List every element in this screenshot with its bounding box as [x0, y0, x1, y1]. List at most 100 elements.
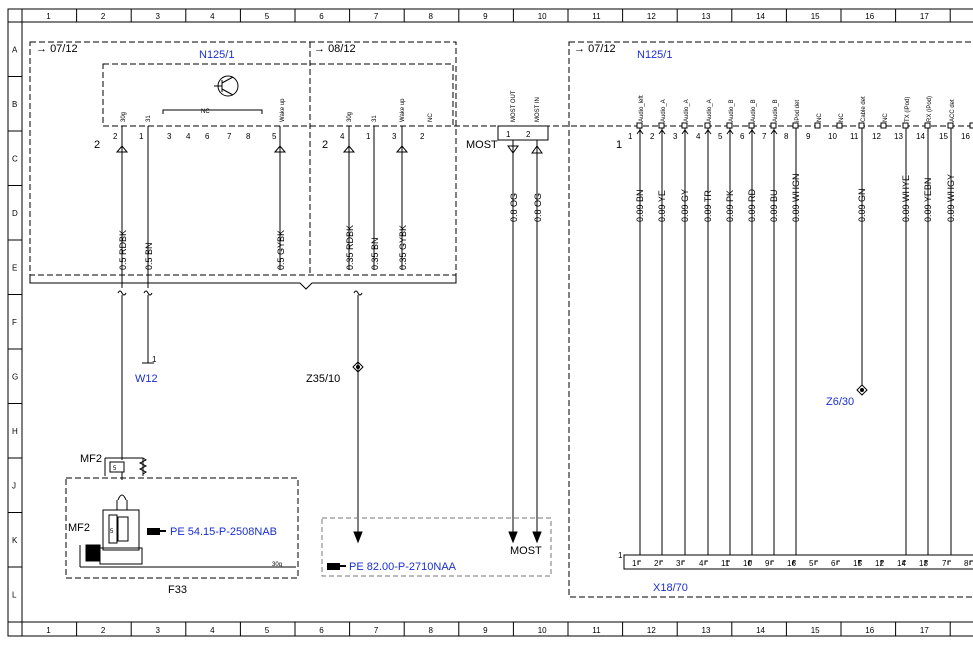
right-pin-number: 14 [916, 132, 925, 141]
pin-a-8: 8 [246, 132, 251, 141]
right-pin-label: Audio_B [751, 99, 757, 122]
x18-70-label: X18/70 [653, 582, 688, 594]
right-pin-box [858, 122, 865, 129]
x18-70-connector [623, 554, 973, 570]
right-pin-label: ACC det [950, 99, 956, 122]
grid-row-label: D [12, 209, 18, 218]
most-wires [507, 140, 543, 544]
fuse-label-5: 5 [110, 529, 114, 535]
grid-col-label: 14 [756, 12, 765, 21]
right-pin-number: 2 [650, 132, 655, 141]
grid-col-label: 16 [865, 626, 874, 635]
left-module-box [29, 41, 457, 276]
x18-pin-mark [792, 560, 796, 565]
x18-pin-number: 13 [919, 559, 928, 568]
right-pin-number: 13 [894, 132, 903, 141]
left-module-brace [29, 275, 457, 290]
grid-col-label: 8 [429, 626, 434, 635]
most-bottom-label: MOST [510, 545, 542, 557]
x18-pin-number: 15 [853, 559, 862, 568]
right-pin-label: Audio_A [684, 99, 690, 122]
grid-col-label: 1 [46, 12, 51, 21]
wire-label-05-gybk: 0.5 GYBK [276, 230, 286, 270]
f33-reference: PE 54.15-P-2508NAB [170, 526, 277, 538]
right-pin-label: iPod det [795, 100, 801, 122]
pin-label-nc-b: NC [428, 113, 434, 122]
most-out-label: MOST OUT [511, 90, 517, 122]
right-wire-label: 0.09 TR [703, 190, 713, 222]
x18-pin-mark [814, 560, 818, 565]
grid-col-label: 1 [46, 626, 51, 635]
x18-pin-mark [770, 560, 774, 565]
right-wire-arrow [704, 129, 712, 135]
grid-col-label: 13 [702, 12, 711, 21]
right-wire-label: 0.09 RD [747, 188, 757, 222]
pin-a-3: 3 [167, 132, 172, 141]
grid-row-label: K [12, 536, 18, 545]
x18-pin-mark [947, 560, 951, 565]
right-wire-label: 0.09 WHGY [946, 174, 956, 222]
most-wire-1: 0.8 OG [509, 193, 519, 222]
module-name-right: N125/1 [637, 49, 672, 61]
right-pin-label: Audio_left [639, 95, 645, 122]
x18-pin-number: 8 [964, 559, 969, 568]
right-pin-number: 16 [961, 132, 970, 141]
right-wire-arrow [726, 129, 734, 135]
x18-connector-number: 1 [618, 551, 623, 560]
w12-pin: 1 [152, 355, 157, 364]
grid-row-label: H [12, 427, 18, 436]
fuse-holder-icon [79, 494, 296, 568]
right-pin-box [947, 122, 954, 129]
right-pin-box [880, 122, 887, 129]
grid-row-label: C [12, 154, 18, 163]
pin-a-5: 5 [272, 132, 277, 141]
right-pin-number: 8 [784, 132, 789, 141]
right-pin-label: NC [817, 113, 823, 122]
right-wire-label: 0.09 BU [769, 189, 779, 222]
wire-label-035-gybk: 0.35 GYBK [398, 225, 408, 270]
right-pin-label: Audio_B [773, 99, 779, 122]
mf2-top-label: MF2 [80, 453, 102, 465]
grid-col-label: 4 [210, 626, 215, 635]
right-pin-label: NC [883, 113, 889, 122]
grid-col-label: 17 [920, 12, 929, 21]
right-wire-label: 0.09 YEBN [923, 178, 933, 222]
grid-col-label: 2 [101, 626, 106, 635]
w12-label: W12 [135, 373, 158, 385]
grid-row-label: G [12, 372, 18, 381]
grid-row-label: A [12, 45, 18, 54]
x18-pin-mark [726, 560, 730, 565]
right-pin-label: Audio_B [729, 99, 735, 122]
grid-col-label: 13 [702, 626, 711, 635]
right-pin-number: 4 [696, 132, 701, 141]
right-module-box [568, 41, 973, 598]
right-wire-arrow [636, 129, 644, 135]
pin-label-31-b: 31 [372, 115, 378, 122]
x18-pin-number: 7 [942, 559, 947, 568]
right-pin-label: Cable det [861, 96, 867, 122]
x18-pin-mark [748, 560, 752, 565]
x18-pin-number: 16 [787, 559, 796, 568]
right-wire-arrow [770, 129, 778, 135]
f33-label: F33 [168, 584, 187, 596]
right-pin-box [770, 122, 777, 129]
left-lower-wires [117, 290, 364, 544]
right-pin-box [636, 122, 643, 129]
x18-pin-mark [858, 560, 862, 565]
most-pin-1: 1 [506, 130, 511, 139]
grid-row-label: L [12, 590, 17, 599]
x18-pin-number: 1 [632, 559, 637, 568]
grid-col-label: 10 [538, 626, 547, 635]
grid-col-label: 3 [156, 626, 161, 635]
right-pin-number: 11 [850, 132, 859, 141]
right-pin-number: 10 [828, 132, 837, 141]
grid-col-label: 15 [811, 626, 820, 635]
x18-pin-mark [902, 560, 906, 565]
right-pin-number: 9 [806, 132, 811, 141]
grid-row-label: E [12, 263, 17, 272]
right-pin-box [704, 122, 711, 129]
x18-pin-number: 12 [875, 559, 884, 568]
x18-pin-number: 14 [897, 559, 906, 568]
